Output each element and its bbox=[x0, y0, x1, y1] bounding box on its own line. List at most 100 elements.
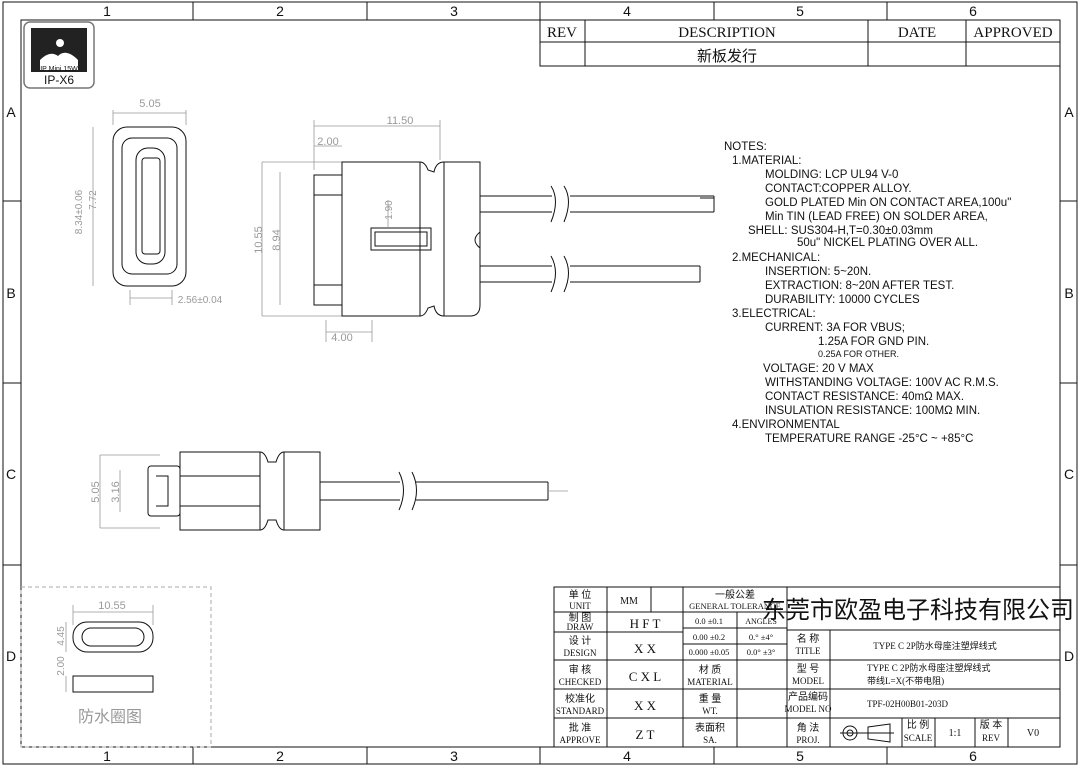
tolerance-r2b: 0.° ±4° bbox=[749, 632, 773, 642]
col-label-2: 2 bbox=[276, 3, 284, 19]
tolerance-cn: 一般公差 bbox=[715, 588, 755, 601]
unit-cn: 单 位 bbox=[569, 588, 592, 601]
logo-bottom-text: IP-X6 bbox=[44, 73, 74, 87]
checked-cn: 审 核 bbox=[569, 663, 592, 676]
rev-cn: 版 本 bbox=[980, 718, 1003, 731]
grid-dividers bbox=[3, 2, 1077, 764]
material-en: MATERIAL bbox=[687, 677, 733, 687]
approve-en: APPROVE bbox=[559, 735, 601, 745]
title-cn: 名 称 bbox=[797, 632, 820, 645]
design-value: X X bbox=[634, 641, 657, 656]
col-label-5-bottom: 5 bbox=[796, 748, 804, 764]
revision-description: 新板发行 bbox=[697, 47, 757, 65]
note-environmental: 4.ENVIRONMENTAL bbox=[732, 419, 840, 431]
dim-bottom-inner: 3.16 bbox=[110, 481, 122, 502]
company-name: 东莞市欧盈电子科技有限公司 bbox=[762, 597, 1074, 624]
draw-en: DRAW bbox=[567, 622, 594, 632]
note-insertion: INSERTION: 5~20N. bbox=[765, 266, 871, 278]
dim-side-step: 2.00 bbox=[317, 136, 338, 148]
row-label-a: A bbox=[6, 104, 16, 120]
rev-value: V0 bbox=[1027, 728, 1039, 739]
notes-block: NOTES: 1.MATERIAL: MOLDING: LCP UL94 V-0… bbox=[724, 141, 1011, 445]
col-label-1-bottom: 1 bbox=[103, 748, 111, 764]
row-label-b: B bbox=[6, 285, 15, 301]
rev-header: REV bbox=[547, 25, 577, 41]
approve-cn: 批 准 bbox=[569, 721, 592, 734]
dim-gasket-width: 10.55 bbox=[98, 600, 126, 612]
col-label-1: 1 bbox=[103, 3, 111, 19]
tolerance-r2a: 0.00 ±0.2 bbox=[693, 632, 725, 642]
note-electrical: 3.ELECTRICAL: bbox=[732, 308, 816, 320]
col-label-6: 6 bbox=[969, 3, 977, 19]
approve-value: Z T bbox=[636, 727, 655, 742]
model-value-1: TYPE C 2P防水母座注塑焊线式 bbox=[867, 662, 991, 673]
scale-en: SCALE bbox=[904, 733, 933, 743]
rev-en: REV bbox=[982, 733, 1001, 743]
note-insulation: INSULATION RESISTANCE: 100MΩ MIN. bbox=[765, 405, 980, 417]
notes-title: NOTES: bbox=[724, 141, 767, 153]
dim-side-slot: 1.90 bbox=[384, 200, 395, 220]
note-mechanical: 2.MECHANICAL: bbox=[732, 252, 820, 264]
model-no-value: TPF-02H00B01-203D bbox=[867, 699, 949, 709]
col-label-4: 4 bbox=[623, 3, 631, 19]
dim-bottom-outer: 5.05 bbox=[90, 481, 102, 502]
model-cn: 型 号 bbox=[797, 662, 820, 675]
draw-cn: 制 图 bbox=[569, 611, 592, 624]
tolerance-r1a: 0.0 ±0.1 bbox=[695, 616, 723, 626]
sa-en: SA. bbox=[703, 735, 717, 745]
title-en: TITLE bbox=[796, 646, 821, 656]
weight-cn: 重 量 bbox=[699, 692, 722, 705]
note-contact-resistance: CONTACT RESISTANCE: 40mΩ MAX. bbox=[765, 391, 964, 403]
standard-en: STANDARD bbox=[556, 706, 605, 716]
title-block: 单 位 UNIT MM 一般公差 GENERAL TOLERANCE 0.0 ±… bbox=[553, 586, 1074, 748]
tolerance-r1b: ANGLES bbox=[745, 617, 777, 626]
tolerance-r3a: 0.000 ±0.05 bbox=[689, 647, 730, 657]
row-label-d-right: D bbox=[1064, 648, 1074, 664]
note-durability: DURABILITY: 10000 CYCLES bbox=[765, 294, 920, 306]
design-cn: 设 计 bbox=[569, 634, 592, 647]
sa-cn: 表面积 bbox=[695, 721, 725, 734]
note-shell: SHELL: SUS304-H,T=0.30±0.03mm bbox=[748, 225, 933, 237]
note-molding: MOLDING: LCP UL94 V-0 bbox=[765, 169, 898, 181]
row-label-c-right: C bbox=[1064, 466, 1074, 482]
note-tin: Min TIN (LEAD FREE) ON SOLDER AREA, bbox=[765, 211, 988, 223]
description-header: DESCRIPTION bbox=[678, 25, 776, 41]
note-extraction: EXTRACTION: 8~20N AFTER TEST. bbox=[765, 280, 954, 292]
dim-front-width: 5.05 bbox=[139, 98, 160, 110]
note-current: CURRENT: 3A FOR VBUS; bbox=[765, 322, 905, 334]
dim-side-length: 11.50 bbox=[387, 115, 414, 127]
note-other: 0.25A FOR OTHER. bbox=[818, 349, 899, 359]
design-en: DESIGN bbox=[564, 648, 597, 658]
gasket-label: 防水圈图 bbox=[78, 708, 142, 726]
note-material: 1.MATERIAL: bbox=[732, 155, 801, 167]
tolerance-en: GENERAL TOLERANCE bbox=[689, 601, 781, 611]
note-temperature: TEMPERATURE RANGE -25°C ~ +85°C bbox=[765, 433, 973, 445]
note-gold: GOLD PLATED Min ON CONTACT AREA,100u" bbox=[765, 197, 1011, 209]
checked-en: CHECKED bbox=[559, 677, 602, 687]
col-label-6-bottom: 6 bbox=[969, 748, 977, 764]
col-label-5: 5 bbox=[796, 3, 804, 19]
col-label-2-bottom: 2 bbox=[276, 748, 284, 764]
dim-side-height: 10.55 bbox=[253, 226, 265, 254]
tolerance-r3b: 0.0° ±3° bbox=[747, 647, 775, 657]
row-label-c: C bbox=[6, 466, 16, 482]
gasket-view: 10.55 4.45 2.00 防水圈图 bbox=[20, 586, 212, 748]
weight-en: WT. bbox=[702, 706, 718, 716]
dim-gasket-h2: 2.00 bbox=[56, 656, 67, 676]
unit-value: MM bbox=[620, 596, 638, 607]
side-view: 11.50 2.00 10.55 8.94 1.90 4.00 bbox=[253, 115, 715, 344]
title-value: TYPE C 2P防水母座注塑焊线式 bbox=[873, 640, 997, 651]
checked-value: C X L bbox=[629, 669, 662, 684]
proj-cn: 角 法 bbox=[797, 721, 820, 734]
note-contact: CONTACT:COPPER ALLOY. bbox=[765, 183, 912, 195]
ip-rating-logo: IP Mini 15W IP-X6 bbox=[23, 21, 95, 89]
standard-value: X X bbox=[634, 698, 657, 713]
col-label-3: 3 bbox=[450, 3, 458, 19]
dim-front-height: 8.34±0.06 bbox=[74, 189, 85, 234]
note-withstanding: WITHSTANDING VOLTAGE: 100V AC R.M.S. bbox=[765, 377, 999, 389]
row-label-b-right: B bbox=[1064, 285, 1073, 301]
projection-symbol-icon bbox=[840, 723, 894, 743]
note-gnd: 1.25A FOR GND PIN. bbox=[818, 336, 929, 348]
dim-side-inner: 8.94 bbox=[271, 229, 283, 250]
